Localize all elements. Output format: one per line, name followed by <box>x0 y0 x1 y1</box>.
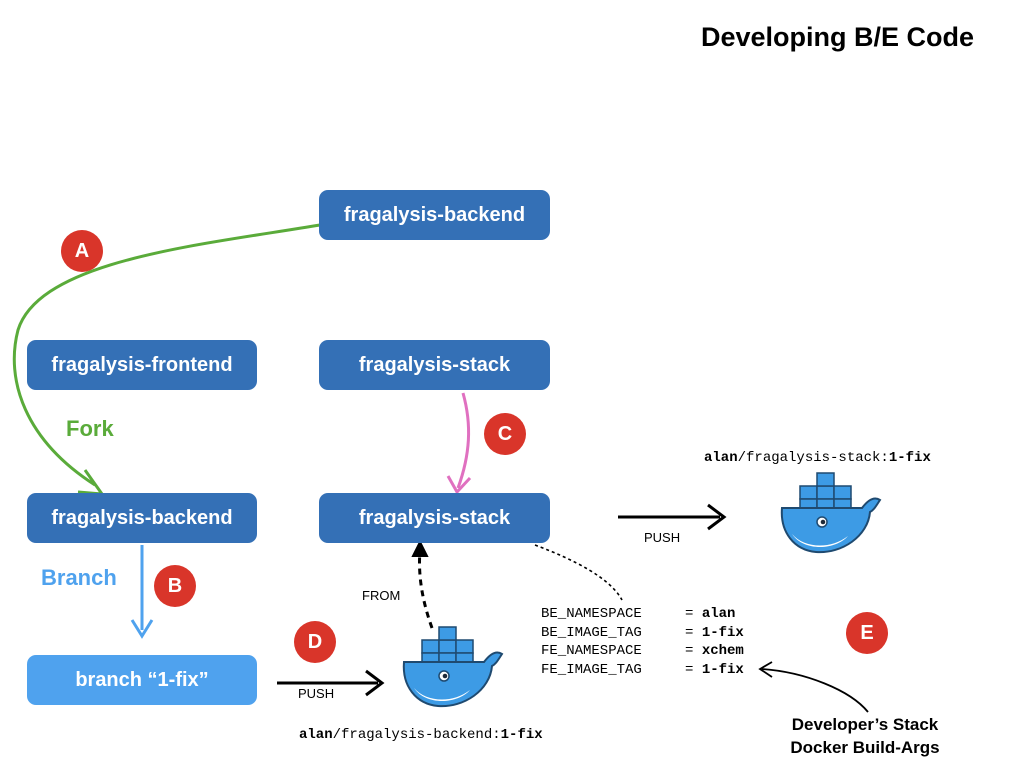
stack-image-repo: /fragalysis-stack: <box>737 450 889 466</box>
build-arg-equals: = <box>685 661 702 678</box>
build-arg-equals: = <box>685 624 702 641</box>
build-arg-row: BE_IMAGE_TAG = 1-fix <box>541 625 744 644</box>
build-arg-value: 1-fix <box>701 624 744 641</box>
c-arrow <box>456 392 471 489</box>
branch-box-label: branch “1-fix” <box>75 668 209 691</box>
repo-box-label: fragalysis-backend <box>51 506 233 529</box>
badge-a: A <box>61 230 103 272</box>
push-stack-label: PUSH <box>644 530 681 545</box>
build-arg-key: FE_NAMESPACE <box>541 643 642 659</box>
branch-label: Branch <box>41 565 117 590</box>
stack-image-name: alan/fragalysis-stack:1-fix <box>704 450 931 466</box>
repo-box-backend-fork: fragalysis-backend <box>27 493 257 543</box>
build-arg-value: xchem <box>701 643 744 659</box>
repo-box-stack-dev: fragalysis-stack <box>319 493 550 543</box>
build-arg-row: BE_NAMESPACE = alan <box>541 606 744 625</box>
backend-image-tag: 1-fix <box>500 727 543 743</box>
badge-b: B <box>154 565 196 607</box>
backend-image-namespace: alan <box>299 727 333 743</box>
note-arrow-head <box>758 661 773 678</box>
build-arg-row: FE_IMAGE_TAG = 1-fix <box>541 662 744 681</box>
c-arrow-head <box>446 475 472 495</box>
backend-image-name: alan/fragalysis-backend:1-fix <box>299 727 543 743</box>
page-title: Developing B/E Code <box>700 22 974 52</box>
docker-whale-icon <box>402 626 504 708</box>
fork-label: Fork <box>66 416 114 441</box>
docker-whale-icon <box>780 472 882 554</box>
from-arrow <box>418 549 434 629</box>
push-stack-arrow-head <box>707 503 727 531</box>
push-backend-arrow-head <box>365 669 385 697</box>
build-args-link <box>534 544 623 601</box>
repo-box-stack-upstream: fragalysis-stack <box>319 340 550 390</box>
note-line: Docker Build-Args <box>790 738 940 757</box>
badge-d: D <box>294 621 336 663</box>
fork-arrow <box>12 223 321 487</box>
note-arrow <box>761 668 869 713</box>
badge-c: C <box>484 413 526 455</box>
build-arg-key: BE_NAMESPACE <box>541 606 642 622</box>
stack-image-namespace: alan <box>704 450 738 466</box>
repo-box-label: fragalysis-backend <box>343 203 526 226</box>
push-backend-label: PUSH <box>298 686 335 701</box>
build-arg-value: 1-fix <box>701 661 744 678</box>
note-line: Developer’s Stack <box>791 715 939 734</box>
branch-arrow-head <box>130 619 154 639</box>
build-arg-key: BE_IMAGE_TAG <box>541 624 642 641</box>
backend-image-repo: /fragalysis-backend: <box>332 727 501 743</box>
badge-e: E <box>846 612 888 654</box>
build-args: BE_NAMESPACE = alan BE_IMAGE_TAG = 1-fix F… <box>541 606 744 680</box>
stack-image-tag: 1-fix <box>888 450 931 466</box>
repo-box-backend-upstream: fragalysis-backend <box>319 190 550 240</box>
from-arrow-head <box>411 539 429 557</box>
build-arg-equals: = <box>685 606 702 622</box>
build-arg-value: alan <box>701 606 736 622</box>
repo-box-label: fragalysis-frontend <box>51 353 233 376</box>
branch-box: branch “1-fix” <box>27 655 257 705</box>
build-arg-key: FE_IMAGE_TAG <box>541 661 642 678</box>
repo-box-frontend: fragalysis-frontend <box>27 340 257 390</box>
from-label: FROM <box>362 588 401 603</box>
build-args-note: Developer’s Stack Docker Build-Args <box>780 713 950 759</box>
repo-box-label: fragalysis-stack <box>358 353 511 376</box>
build-arg-equals: = <box>685 643 702 659</box>
repo-box-label: fragalysis-stack <box>358 506 511 529</box>
build-arg-row: FE_NAMESPACE = xchem <box>541 643 744 662</box>
